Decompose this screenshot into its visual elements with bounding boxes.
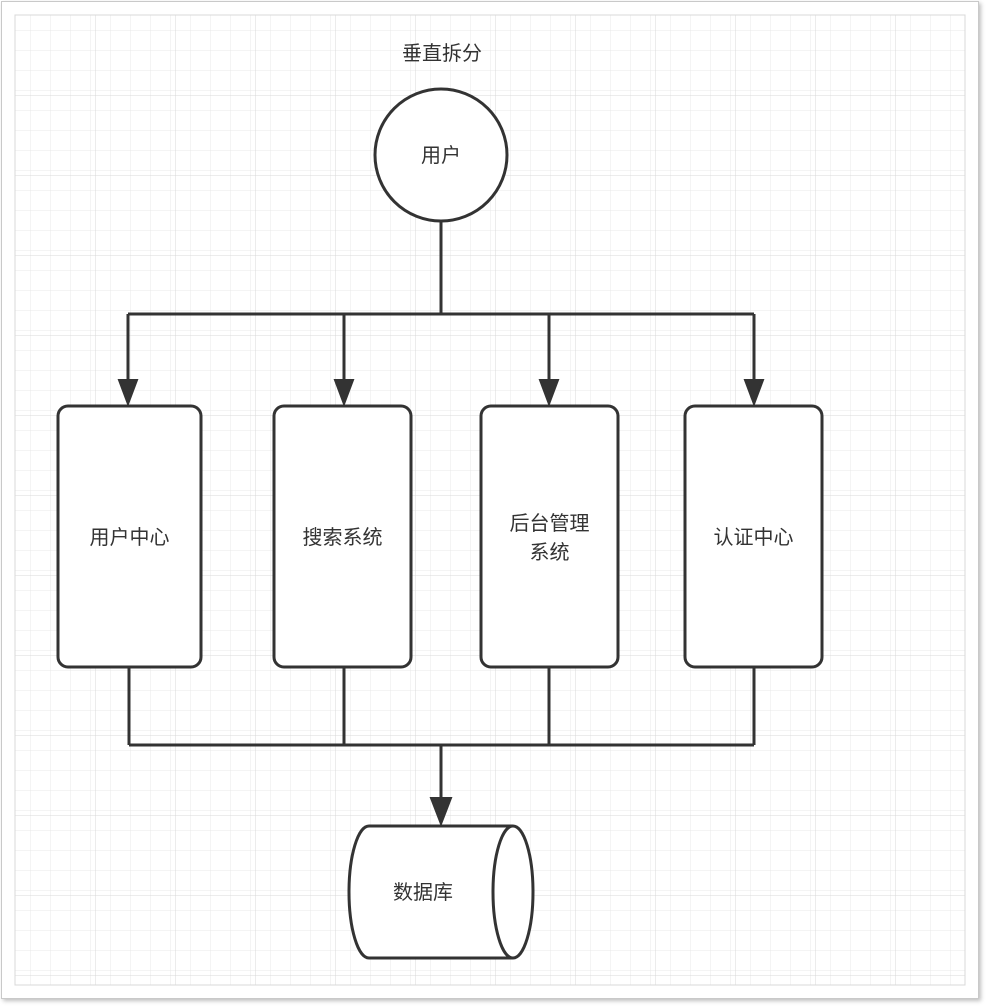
service-search[interactable]: 搜索系统 (272, 404, 413, 669)
database-node[interactable]: 数据库 (347, 824, 535, 960)
arrowheads-top (117, 379, 765, 407)
service-label-line-1: 后台管理 (510, 511, 590, 535)
database-label: 数据库 (393, 880, 453, 904)
fan-out-connectors (126, 221, 756, 382)
service-admin[interactable]: 后台管理 系统 (479, 404, 620, 669)
service-box (479, 404, 620, 669)
arrowhead-admin (538, 379, 560, 407)
service-label-line-2: 系统 (530, 540, 570, 564)
user-node-label: 用户 (421, 143, 461, 167)
user-node[interactable]: 用户 (373, 87, 509, 223)
service-user-center[interactable]: 用户中心 (56, 404, 203, 669)
arrowhead-user-center (117, 379, 139, 407)
service-label: 认证中心 (714, 525, 794, 549)
arrowhead-auth (743, 379, 765, 407)
service-auth[interactable]: 认证中心 (683, 404, 824, 669)
service-label: 搜索系统 (303, 525, 383, 549)
database-end-cap (491, 824, 514, 960)
arrowhead-search (333, 379, 355, 407)
service-label: 用户中心 (90, 525, 170, 549)
diagram-title: 垂直拆分 (402, 41, 482, 65)
fan-in-connectors (127, 667, 756, 800)
arrowhead-database (429, 797, 453, 827)
